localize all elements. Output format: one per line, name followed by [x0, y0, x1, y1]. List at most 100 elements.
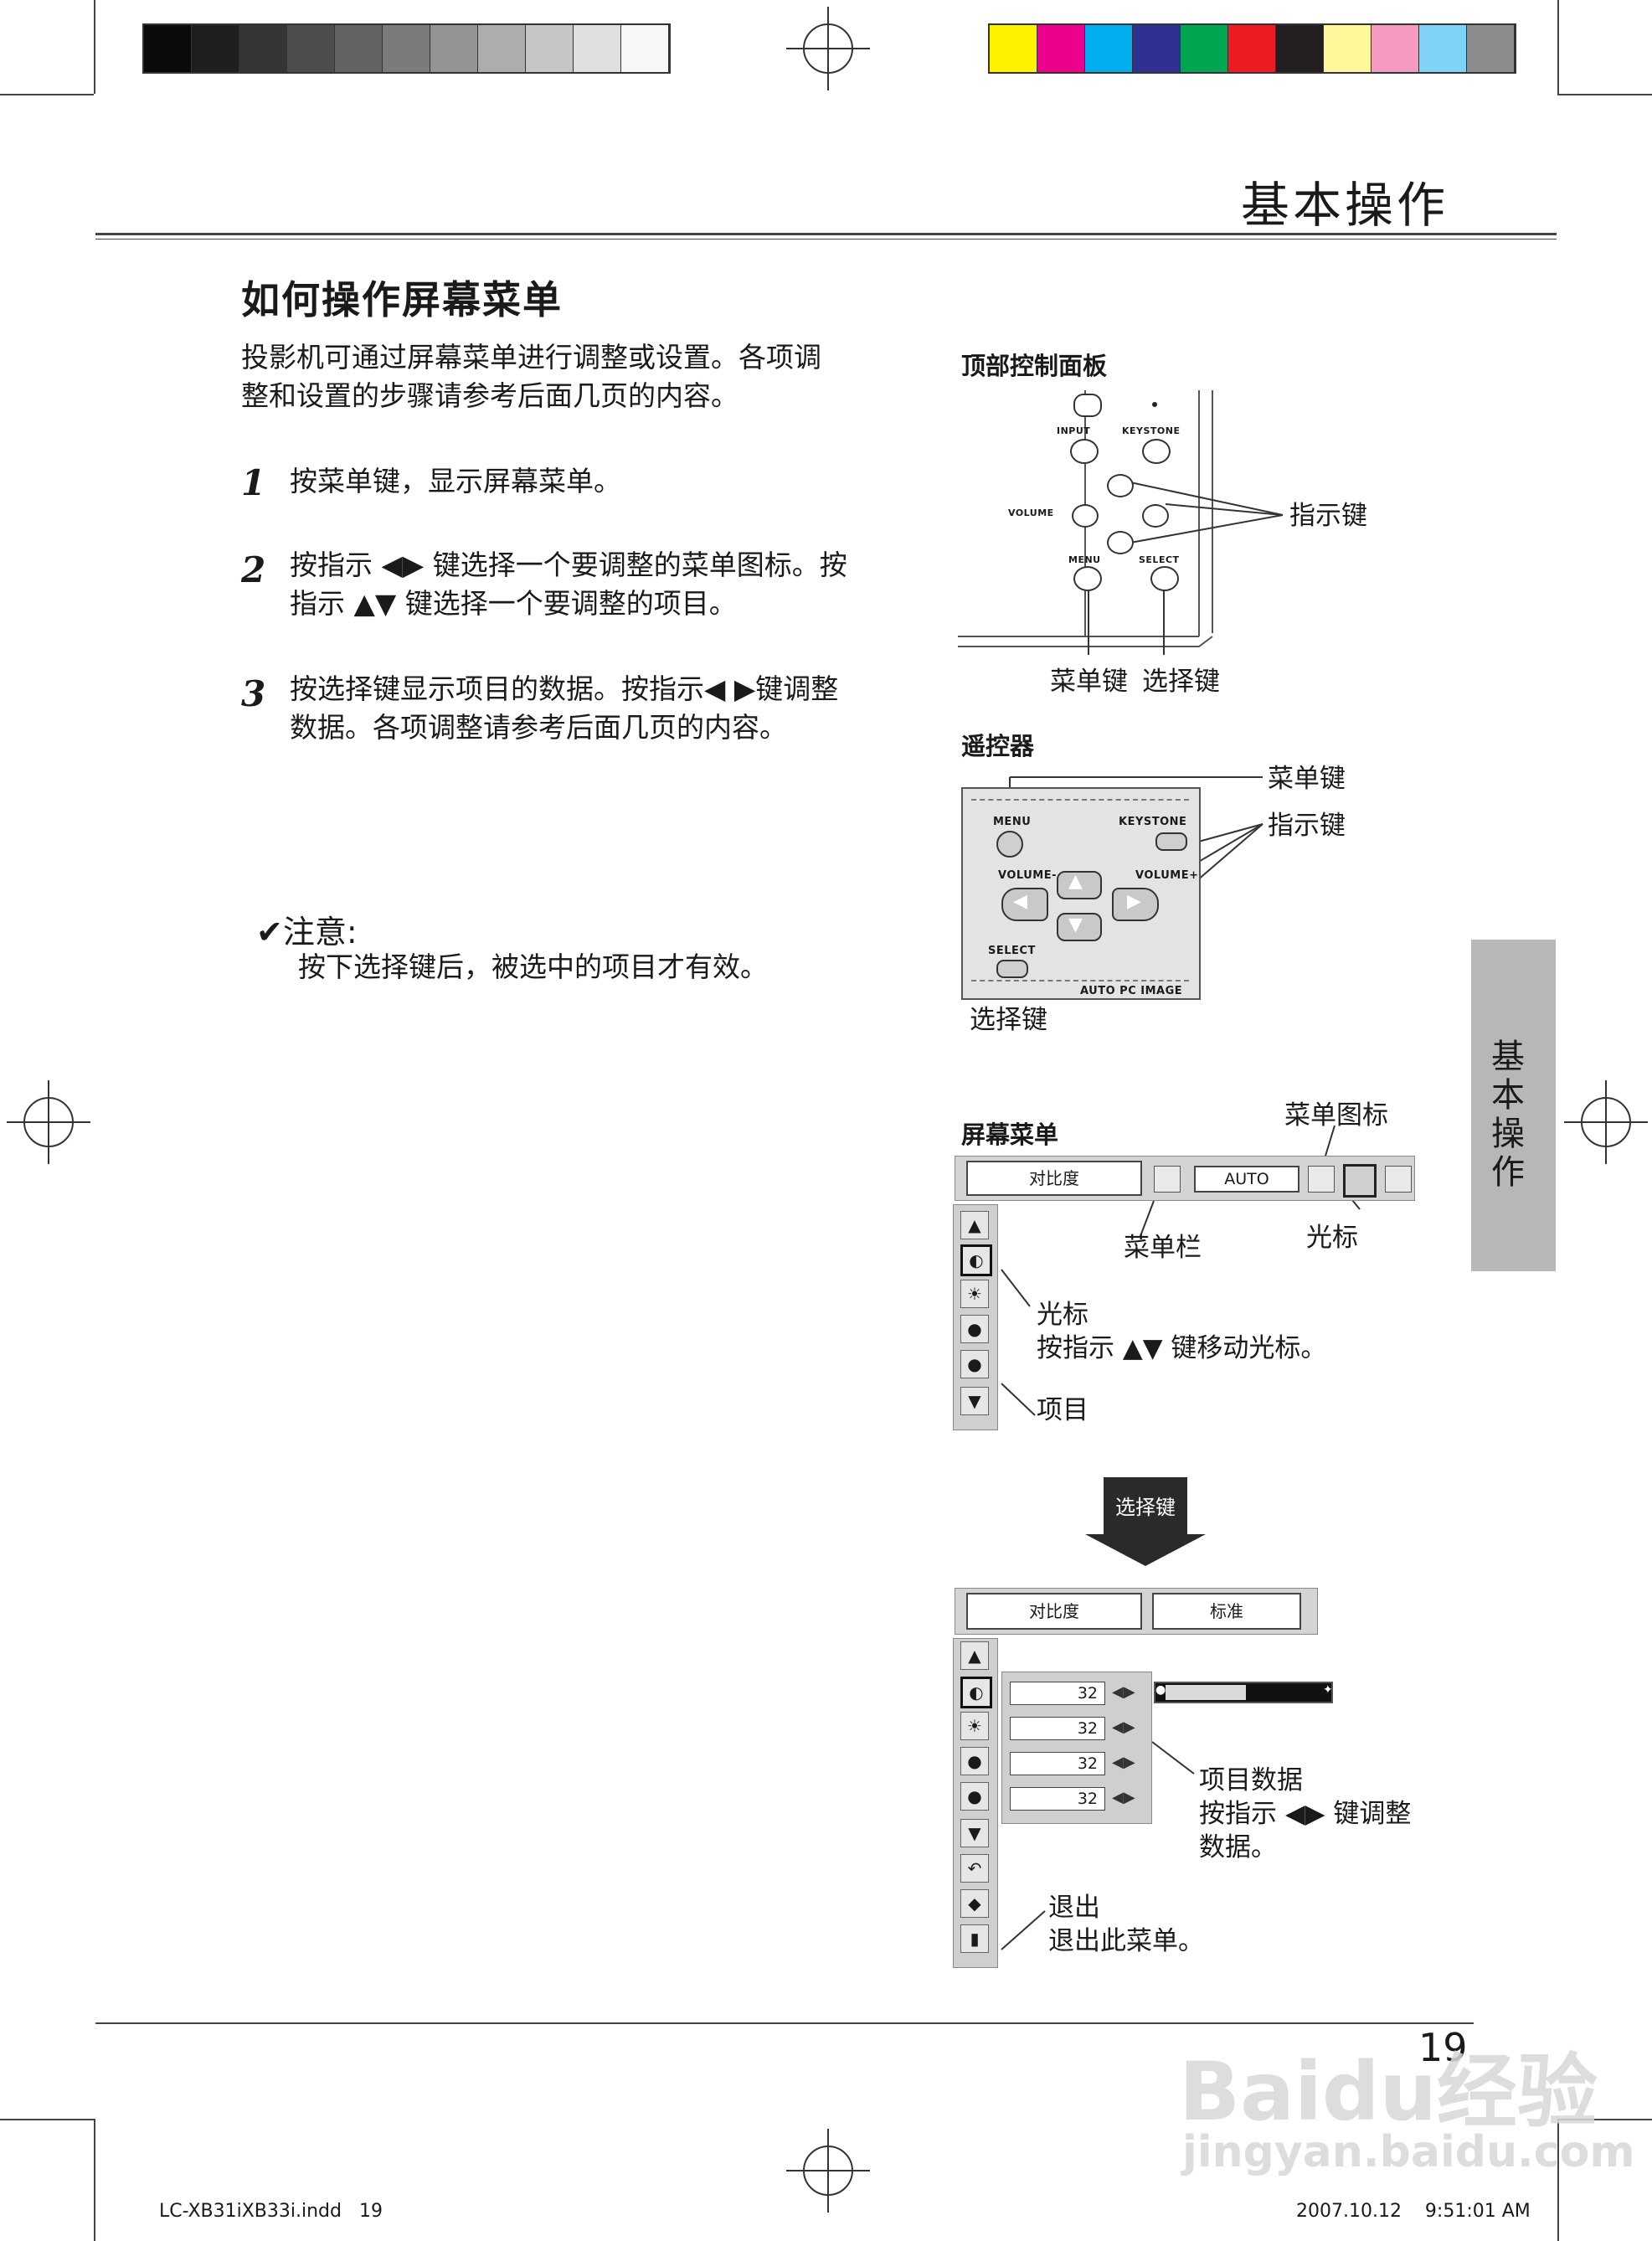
color-icon[interactable]: ● [960, 1315, 989, 1343]
power-button[interactable] [1073, 394, 1102, 417]
step-number: 2 [241, 549, 266, 590]
select-arrow-head [1085, 1534, 1206, 1566]
osd-label: 屏幕菜单 [961, 1120, 1059, 1149]
step-2-text: 按指示 ◀▶ 键选择一个要调整的菜单图标。按 指示 ▲▼ 键选择一个要调整的项目… [290, 546, 926, 623]
cursor-callout: 光标 [1037, 1300, 1088, 1330]
osd-screen-icon[interactable] [1385, 1166, 1412, 1193]
crop-mark [1557, 0, 1559, 94]
volume-key-label: VOLUME [1008, 507, 1054, 518]
remote-keystone-button[interactable] [1155, 832, 1187, 851]
crop-mark [1557, 94, 1652, 95]
page-number: 19 [1418, 2025, 1468, 2070]
header-rule [95, 233, 1557, 235]
side-tab [1471, 940, 1556, 1271]
pointer-left-button[interactable] [1072, 504, 1099, 528]
osd-mode-value: AUTO [1194, 1166, 1299, 1193]
brightness-icon[interactable]: ☀ [960, 1712, 989, 1740]
remote-select-button[interactable] [996, 960, 1028, 978]
left-arrow-icon: ◀ [1013, 891, 1027, 912]
step-number: 1 [241, 462, 266, 503]
file-info: LC-XB31iXB33i.indd 19 [159, 2201, 383, 2222]
step-3-text: 按选择键显示项目的数据。按指示◀ ▶键调整 数据。各项调整请参考后面几页的内容。 [290, 670, 926, 747]
pointer-up-button[interactable] [1107, 474, 1134, 497]
data-callout: 项目数据 [1199, 1765, 1303, 1795]
remote-divider [971, 799, 1189, 801]
gray-scale-strip [142, 23, 671, 74]
slider-min-icon: ● [1155, 1683, 1166, 1697]
step-3: 3 [241, 673, 265, 714]
osd-image-adjust-icon[interactable] [1343, 1164, 1377, 1198]
adjust-arrows-icon[interactable]: ◀▶ [1112, 1754, 1135, 1771]
pointer-down-button[interactable] [1107, 531, 1134, 554]
down-arrow-icon: ▼ [1068, 914, 1083, 935]
keystone-button[interactable] [1142, 439, 1171, 464]
remote-menu-callout: 菜单键 [1268, 764, 1346, 794]
remote-volume-plus-label: VOLUME+ [1135, 869, 1199, 882]
side-tab-label: 基本操作 [1485, 1038, 1524, 1193]
adjust-arrows-icon[interactable]: ◀▶ [1112, 1718, 1135, 1736]
value-slider-fill [1166, 1685, 1246, 1700]
remote-up-button[interactable] [1057, 871, 1102, 899]
menu-button[interactable] [1073, 566, 1102, 591]
crop-mark [0, 2119, 94, 2120]
pointer-callout: 指示键 [1289, 501, 1367, 531]
select-arrow-shaft [1104, 1477, 1187, 1534]
remote-right-button[interactable] [1112, 888, 1159, 921]
menu-icon-callout: 菜单图标 [1284, 1100, 1388, 1131]
menubar-callout: 菜单栏 [1124, 1233, 1202, 1263]
adjust-arrows-icon[interactable]: ◀▶ [1112, 1789, 1135, 1806]
remote-keystone-label: KEYSTONE [1119, 816, 1187, 828]
select-button[interactable] [1150, 566, 1179, 591]
remote-menu-label: MENU [993, 816, 1032, 828]
contrast-icon[interactable]: ◐ [960, 1244, 992, 1276]
color-icon[interactable]: ● [960, 1747, 989, 1775]
scroll-down-icon[interactable]: ▼ [960, 1819, 989, 1847]
remote-volume-minus-label: VOLUME- [998, 869, 1057, 882]
crop-mark [94, 0, 95, 94]
input-key-label: INPUT [1057, 425, 1091, 436]
header-rule-thin [95, 239, 1557, 240]
scroll-down-icon[interactable]: ▼ [960, 1387, 989, 1415]
tint-icon[interactable]: ● [960, 1782, 989, 1811]
brightness-icon[interactable]: ☀ [960, 1280, 989, 1308]
remote-select-callout: 选择键 [970, 1005, 1047, 1035]
menu-key-label: MENU [1068, 554, 1101, 565]
brightness-value: 32 [1010, 1717, 1105, 1740]
scroll-up-icon[interactable]: ▲ [960, 1211, 989, 1239]
remote-menu-button[interactable] [996, 831, 1023, 858]
osd-source-icon[interactable] [1154, 1166, 1181, 1193]
registration-mark-bottom [786, 2129, 870, 2213]
store-icon[interactable]: ◆ [960, 1889, 989, 1918]
registration-mark-top [786, 7, 870, 90]
osd-color-icon[interactable] [1308, 1166, 1335, 1193]
input-button[interactable] [1070, 439, 1099, 464]
remote-select-label: SELECT [988, 945, 1036, 957]
intro-line: 投影机可通过屏幕菜单进行调整或设置。各项调 [241, 341, 821, 374]
scroll-up-icon[interactable]: ▲ [960, 1641, 989, 1670]
exit-callout: 退出 [1048, 1893, 1100, 1923]
contrast-icon[interactable]: ◐ [960, 1677, 992, 1708]
exit-icon[interactable]: ▮ [960, 1924, 989, 1953]
step-line: 按指示 ◀▶ 键选择一个要调整的菜单图标。按 [290, 549, 847, 581]
data-desc-line: 数据。 [1199, 1832, 1277, 1862]
reset-icon[interactable]: ↶ [960, 1854, 989, 1883]
slider-max-icon: ✦ [1323, 1683, 1333, 1697]
remote-divider [971, 980, 1189, 981]
remote-bottom-keys-label: AUTO PC IMAGE [1080, 985, 1183, 997]
pointer-right-button[interactable] [1142, 504, 1169, 528]
menu-callout: 菜单键 [1050, 667, 1128, 697]
tint-icon[interactable]: ● [960, 1350, 989, 1378]
indicator-dot [1152, 402, 1157, 407]
right-arrow-icon: ▶ [1127, 891, 1141, 912]
remote-pointer-callout: 指示键 [1268, 811, 1346, 841]
remote-down-button[interactable] [1057, 913, 1102, 941]
adjust-arrows-icon[interactable]: ◀▶ [1112, 1683, 1135, 1701]
data-desc-line: 按指示 ◀▶ 键调整 [1199, 1799, 1412, 1829]
intro-line: 整和设置的步骤请参考后面几页的内容。 [241, 379, 739, 412]
step-line: 数据。各项调整请参考后面几页的内容。 [290, 711, 787, 744]
registration-mark-right [1564, 1080, 1648, 1164]
step-line: 指示 ▲▼ 键选择一个要调整的项目。 [290, 587, 737, 620]
section-title: 基本操作 [1241, 177, 1449, 234]
remote-left-button[interactable] [1001, 888, 1048, 921]
